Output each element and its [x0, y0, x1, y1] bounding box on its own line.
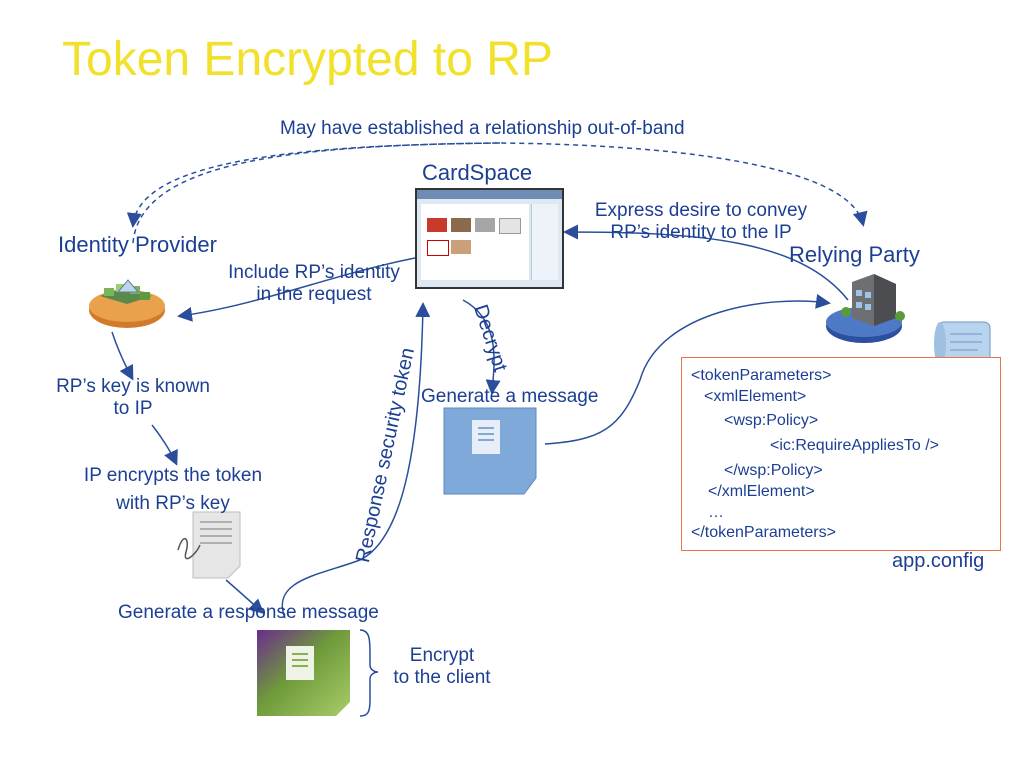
slide-title: Token Encrypted to RP [62, 33, 553, 86]
cardspace-side-panel [531, 204, 558, 280]
key-to-encrypt-arrow [151, 424, 178, 466]
config-line: … [708, 504, 724, 521]
cardspace-label: CardSpace [422, 160, 533, 185]
cardspace-card-area [421, 204, 529, 280]
message-to-rp-arrow [544, 293, 831, 445]
cardspace-window [415, 188, 564, 289]
ip-encrypts-label: IP encrypts the token with RP’s key [83, 465, 263, 514]
decrypt-arrow [462, 299, 501, 395]
relying-party-label: Relying Party [789, 242, 920, 267]
response-document-icon [257, 630, 350, 716]
card-tile [499, 218, 521, 234]
express-desire-arrow [563, 224, 849, 301]
identity-provider-label: Identity Provider [58, 232, 217, 257]
response-token-arrow [281, 302, 431, 619]
include-identity-label: Include RP’s identity in the request [228, 262, 400, 305]
card-tile [427, 218, 447, 232]
token-to-response-arrow [225, 579, 265, 615]
config-line: <wsp:Policy> [724, 412, 819, 429]
card-tile [451, 240, 471, 254]
rp-key-known-label: RP’s key is known to IP [56, 376, 210, 419]
message-document-icon [443, 407, 537, 495]
token-document-icon [177, 511, 241, 579]
generate-message-label: Generate a message [421, 386, 599, 407]
card-tile [427, 240, 449, 256]
config-line: <tokenParameters> [691, 367, 832, 384]
config-box: <tokenParameters> <xmlElement> <wsp:Poli… [681, 357, 1001, 551]
scroll-icon [934, 321, 991, 367]
out-of-band-label: May have established a relationship out-… [280, 118, 685, 139]
card-tile [475, 218, 495, 232]
config-line: </xmlElement> [708, 483, 815, 500]
ip-to-key-arrow [111, 331, 134, 381]
config-line: <ic:RequireAppliesTo /> [770, 437, 939, 454]
relying-party-icon [826, 274, 905, 343]
include-identity-arrow [177, 257, 416, 322]
express-desire-label: Express desire to convey RP’s identity t… [594, 200, 808, 243]
app-config-label: app.config [892, 550, 985, 572]
encrypt-brace [359, 629, 379, 717]
config-line: </wsp:Policy> [724, 462, 823, 479]
card-tile [451, 218, 471, 232]
generate-response-label: Generate a response message [118, 602, 379, 623]
config-line: </tokenParameters> [691, 524, 836, 541]
cardspace-titlebar [417, 190, 562, 199]
encrypt-client-label: Encrypt to the client [393, 645, 491, 688]
config-line: <xmlElement> [704, 388, 807, 405]
out-of-band-arc-left-head [126, 142, 501, 228]
identity-provider-icon [89, 279, 165, 328]
